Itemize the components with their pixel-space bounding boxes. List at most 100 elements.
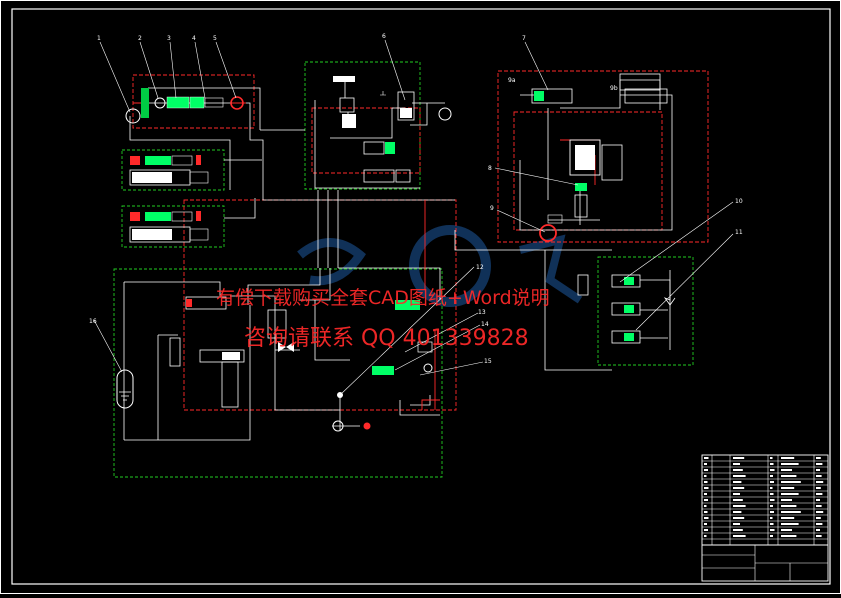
line-to-right-valves [454,230,612,371]
tb-text-mark [733,529,743,531]
red-line-central [424,200,436,410]
hydraulic-lines [123,79,676,441]
tb-text-mark [770,469,775,471]
line-main-mid [230,295,340,411]
tb-text-mark [704,463,707,465]
tb-text-mark [770,475,773,477]
callout-labels: 1 2 3 4 5 6 7 8 9 9a 9b 10 11 12 13 14 1… [89,33,743,365]
tb-text-mark [781,487,795,489]
cylinder-module-bottom [129,211,209,243]
valve-11 [611,302,641,316]
logo-watermark [297,225,583,307]
title-block-rows [702,460,828,540]
watermark-line-2: 咨询请联系 QQ 401339828 [244,326,529,351]
line-right-check [663,270,676,306]
tb-text-mark [770,463,774,465]
valve-green-2 [189,96,205,109]
main-circuit [116,296,433,432]
valve-7-green [534,91,544,101]
tb-text-mark [770,493,774,495]
leader-11 [635,233,734,331]
pump-bar [141,88,149,118]
main-red-lamp-icon [363,422,371,430]
callout-4: 4 [192,35,196,42]
drawing-frame [11,8,831,585]
tb-text-mark [704,517,709,519]
title-block [701,454,829,582]
tb-text-mark [816,523,823,525]
callout-12: 12 [476,264,484,271]
callout-3: 3 [167,35,171,42]
tb-text-mark [770,499,775,501]
callout-8: 8 [488,165,492,172]
main-actuator-icon [332,420,344,432]
callout-16: 16 [89,318,97,325]
line-left-vertical [129,116,231,190]
leader-5 [215,41,237,99]
leader-4 [194,41,206,99]
tb-text-mark [770,529,775,531]
tb-text-mark [704,493,707,495]
callout-2: 2 [138,35,142,42]
accumulator [397,91,415,121]
motor-m-icon [438,107,452,121]
red-box-right-unit [497,70,709,243]
right-top-block [619,73,661,91]
leader-14 [394,324,481,371]
tb-text-mark [704,511,708,513]
green-box-right-valves [597,256,694,366]
solenoid-red-icon-2 [130,212,140,221]
main-valve-mid-fill [222,352,240,360]
tb-text-mark [733,505,746,507]
valve-11-green [624,305,634,313]
red-box-right-inner [513,111,663,231]
line-main-tank [399,395,440,416]
tb-text-mark [770,535,773,537]
line-right-unit [519,94,673,231]
tb-text-mark [781,463,799,465]
line-right-pump [548,190,600,225]
cylinder-head-2 [189,228,209,241]
tb-text-mark [704,499,708,501]
tb-text-mark [704,457,709,459]
leader-10 [619,201,734,283]
main-valve-green-right [395,300,420,310]
pump-valve-green [385,142,395,154]
valve-green-cyl-top [145,156,171,165]
tb-text-mark [704,529,708,531]
pump-valve-2 [363,169,395,183]
red-lines [133,102,600,410]
tb-text-mark [733,469,743,471]
tb-text-mark [781,535,797,537]
callout-10: 10 [735,198,743,205]
tb-text-mark [781,475,797,477]
tb-text-mark [704,475,707,477]
green-box-cylinder-bottom [121,205,225,248]
tb-text-mark [816,493,823,495]
leader-13 [404,312,479,353]
logo-ring-icon [409,225,491,307]
motor-core [575,145,595,170]
tb-text-mark [781,511,801,513]
cylinder-module-top [129,155,209,186]
solenoid-red-icon [130,156,140,165]
right-valve-bank [577,274,641,344]
valve-left-stub [577,274,589,296]
tb-text-mark [781,481,801,483]
main-block [267,309,287,339]
callout-15: 15 [484,358,492,365]
accumulator-fill [400,108,412,118]
tb-text-mark [733,517,745,519]
callout-9: 9 [490,205,494,212]
right-unit [531,73,668,242]
callout-1: 1 [97,35,101,42]
line-main-stem [314,300,350,430]
valve-10 [611,274,641,288]
leader-12 [339,266,475,396]
tb-text-mark [733,493,740,495]
pump-valve-3 [395,169,411,183]
leader-7 [524,41,549,91]
line-pump-internal [330,80,405,139]
valve-11b [611,330,641,344]
valve-green-1 [166,96,190,109]
